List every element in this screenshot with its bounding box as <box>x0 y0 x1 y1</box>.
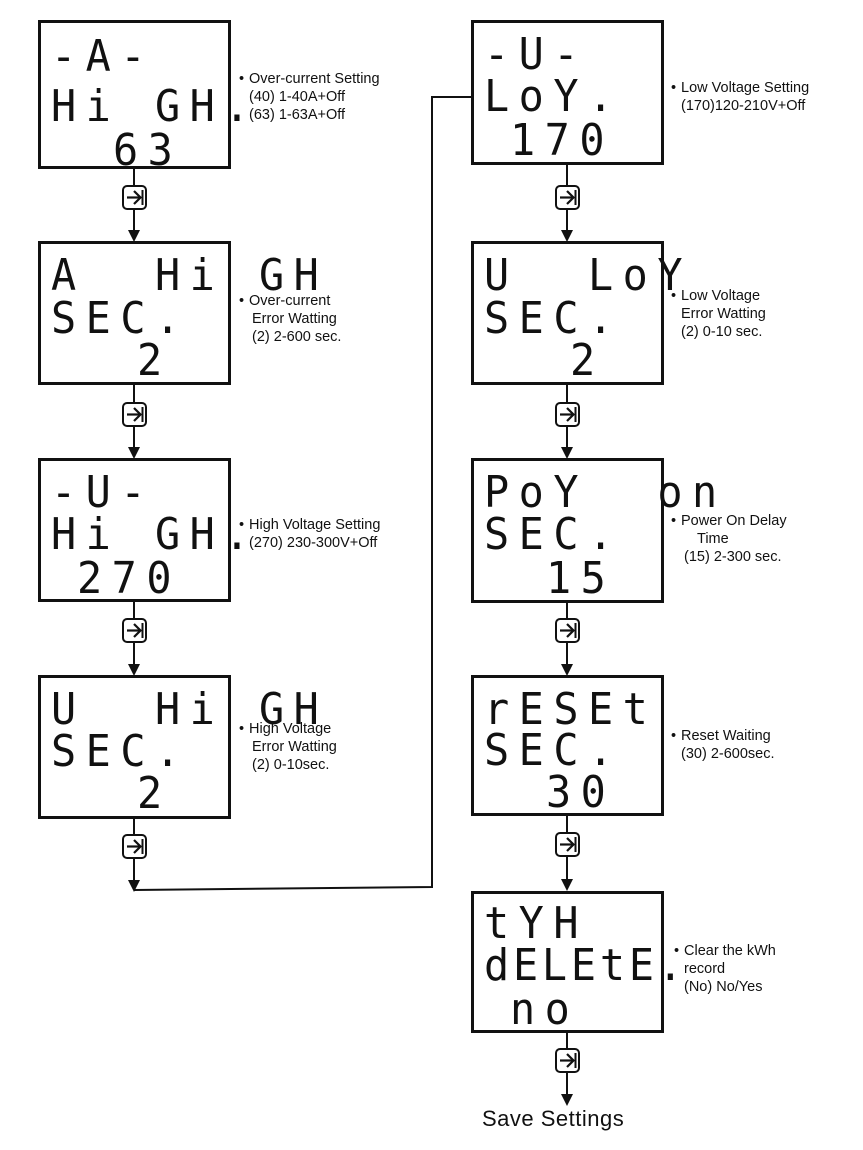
lcd-line-2: Hi GH. <box>51 509 260 560</box>
note-line: Time <box>697 531 729 547</box>
lcd-line-1: -A- <box>51 31 156 82</box>
note-line: (No) No/Yes <box>684 979 763 995</box>
note-line: Over-current Setting <box>249 71 380 87</box>
lcd-line-1: rESEt <box>484 684 658 735</box>
lcd-line-3: 15 <box>546 553 616 604</box>
lcd-line-1: PoY on <box>484 467 727 518</box>
lcd-line-1: U Hi GH <box>51 684 329 735</box>
arrow-into-bracket-icon <box>121 401 148 433</box>
arrow-into-bracket-icon <box>554 184 581 216</box>
bullet: • <box>671 513 677 529</box>
arrow-into-bracket-icon <box>554 1047 581 1079</box>
note-line: Clear the kWh <box>684 943 776 959</box>
lcd-line-2: dELEtE. <box>484 940 687 991</box>
lcd-screen-low-voltage-setting: -U- LoY. 170 <box>471 20 664 165</box>
bullet: • <box>239 517 245 533</box>
note-low-voltage-setting: • Low Voltage Setting (170)120-210V+Off <box>671 79 810 115</box>
lcd-screen-high-voltage-error-wait: U Hi GH SEC. 2 <box>38 675 319 819</box>
lcd-screen-kwh-delete: tYH dELEtE. no <box>471 891 683 1035</box>
lcd-line-1: -U- <box>51 467 156 518</box>
lcd-line-1: U LoY <box>484 250 693 301</box>
note-reset-waiting: • Reset Waiting (30) 2-600sec. <box>671 727 775 763</box>
lcd-line-3: 170 <box>510 115 615 166</box>
note-kwh-delete: • Clear the kWh record (No) No/Yes <box>674 942 776 996</box>
lcd-line-2: Hi GH. <box>51 81 260 132</box>
note-line: Error Watting <box>681 306 766 322</box>
lcd-line-3: 2 <box>137 768 172 819</box>
note-line: Power On Delay <box>681 513 787 529</box>
bullet: • <box>239 71 245 87</box>
note-line: Over-current <box>249 293 331 309</box>
lcd-line-2: SEC. <box>484 725 623 776</box>
lcd-line-2: SEC. <box>51 293 190 344</box>
lcd-line-3: 2 <box>570 335 605 386</box>
note-line: Reset Waiting <box>681 728 771 744</box>
bullet: • <box>671 728 677 744</box>
note-line: (2) 2-600 sec. <box>252 329 342 345</box>
lcd-line-3: 270 <box>77 553 182 604</box>
note-line: (170)120-210V+Off <box>681 98 806 114</box>
lcd-line-3: 30 <box>546 767 616 818</box>
lcd-line-1: -U- <box>484 29 589 80</box>
arrow-into-bracket-icon <box>554 831 581 863</box>
bullet: • <box>671 80 677 96</box>
arrow-into-bracket-icon <box>121 617 148 649</box>
note-line: (2) 0-10sec. <box>252 757 330 773</box>
lcd-line-2: LoY. <box>484 71 623 122</box>
note-overcurrent-error-wait: • Over-current Error Watting (2) 2-600 s… <box>239 292 342 346</box>
lcd-screen-reset-waiting: rESEt SEC. 30 <box>471 675 664 816</box>
lcd-screen-overcurrent-setting: -A- Hi GH. 63 <box>38 20 250 173</box>
note-line: Error Watting <box>252 311 337 327</box>
note-line: (2) 0-10 sec. <box>681 324 763 340</box>
bullet: • <box>674 943 680 959</box>
arrow-into-bracket-icon <box>121 184 148 216</box>
lcd-screen-high-voltage-setting: -U- Hi GH. 270 <box>38 458 250 604</box>
lcd-line-3: 63 <box>113 125 183 176</box>
arrow-into-bracket-icon <box>554 617 581 649</box>
note-power-on-delay: • Power On Delay Time (15) 2-300 sec. <box>671 512 787 566</box>
note-high-voltage-setting: • High Voltage Setting (270) 230-300V+Of… <box>239 516 381 552</box>
note-line: (40) 1-40A+Off <box>249 89 346 105</box>
note-line: (270) 230-300V+Off <box>249 535 378 551</box>
lcd-line-3: 2 <box>137 335 172 386</box>
note-line: Low Voltage Setting <box>681 80 810 96</box>
lcd-screen-power-on-delay: PoY on SEC. 15 <box>471 458 717 604</box>
note-overcurrent-setting: • Over-current Setting (40) 1-40A+Off (6… <box>239 70 380 124</box>
lcd-line-1: A Hi GH <box>51 250 329 301</box>
lcd-line-2: SEC. <box>51 726 190 777</box>
save-settings-label: Save Settings <box>482 1106 625 1131</box>
arrow-into-bracket-icon <box>554 401 581 433</box>
bullet: • <box>239 293 245 309</box>
note-line: High Voltage Setting <box>249 517 381 533</box>
note-line: Error Watting <box>252 739 337 755</box>
lcd-screen-low-voltage-error-wait: U LoY SEC. 2 <box>471 241 683 386</box>
note-line: High Voltage <box>249 721 332 737</box>
note-line: Low Voltage <box>681 288 761 304</box>
note-line: (63) 1-63A+Off <box>249 107 346 123</box>
lcd-line-1: tYH <box>484 898 589 949</box>
note-low-voltage-error-wait: • Low Voltage Error Watting (2) 0-10 sec… <box>671 287 766 341</box>
note-line: (30) 2-600sec. <box>681 746 775 762</box>
lcd-line-3: no <box>510 984 580 1035</box>
lcd-line-2: SEC. <box>484 509 623 560</box>
note-high-voltage-error-wait: • High Voltage Error Watting (2) 0-10sec… <box>239 720 337 774</box>
bullet: • <box>671 288 677 304</box>
note-line: record <box>684 961 726 977</box>
arrow-into-bracket-icon <box>121 833 148 865</box>
bullet: • <box>239 721 245 737</box>
lcd-screen-overcurrent-error-wait: A Hi GH SEC. 2 <box>38 241 319 386</box>
lcd-line-2: SEC. <box>484 293 623 344</box>
note-line: (15) 2-300 sec. <box>684 549 782 565</box>
